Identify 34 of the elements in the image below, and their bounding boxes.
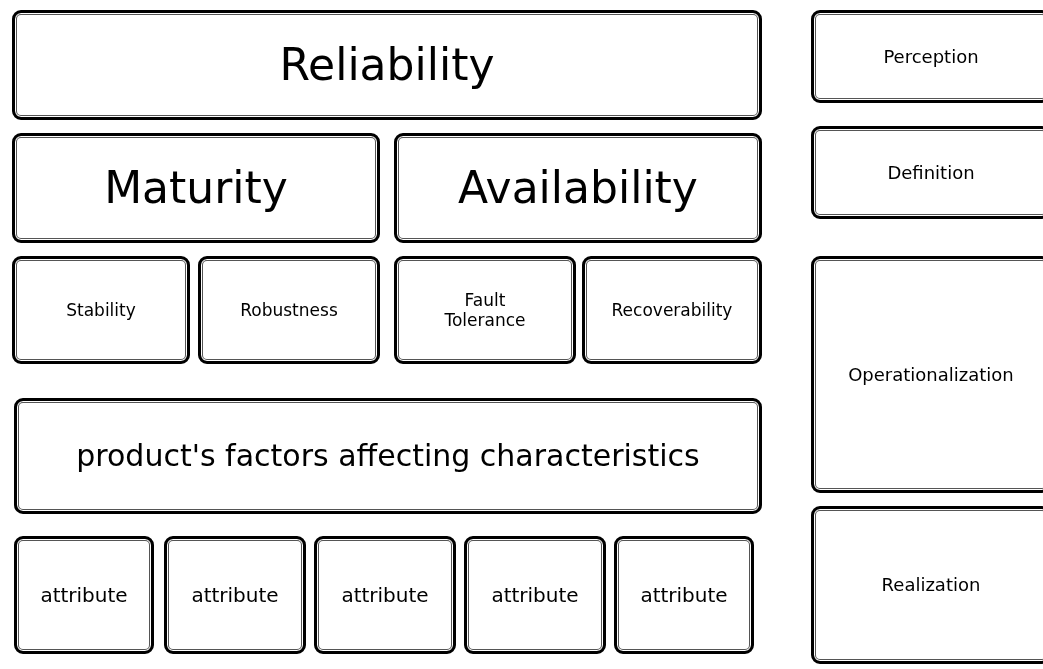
label-box [464,536,606,654]
box-label: Operationalization [848,363,1014,386]
label-box [12,10,762,120]
box-label: product's factors affecting characteristics [76,438,700,474]
box-label: Perception [883,45,979,68]
box-label: Maturity [104,161,288,215]
box-label: Recoverability [611,299,733,321]
label-box [314,536,456,654]
box-label: Fault Tolerance [443,289,527,331]
box-label: Stability [66,299,136,321]
label-box [198,256,380,364]
box-label: attribute [491,583,579,607]
label-box [14,536,154,654]
label-box [811,10,1043,103]
box-label: Availability [458,161,698,215]
box-label: attribute [341,583,429,607]
box-label: Robustness [240,299,338,321]
label-box [811,506,1043,664]
label-box [164,536,306,654]
label-box [12,256,190,364]
label-box [582,256,762,364]
box-label: Reliability [279,38,495,92]
label-box [614,536,754,654]
label-box [394,256,576,364]
label-box [811,256,1043,493]
box-label: attribute [640,583,728,607]
box-label: attribute [40,583,128,607]
label-box [14,398,762,514]
label-box [12,133,380,243]
box-label: attribute [191,583,279,607]
box-label: Definition [887,161,975,184]
box-label: Realization [881,574,981,596]
label-box [394,133,762,243]
label-box [811,126,1043,219]
